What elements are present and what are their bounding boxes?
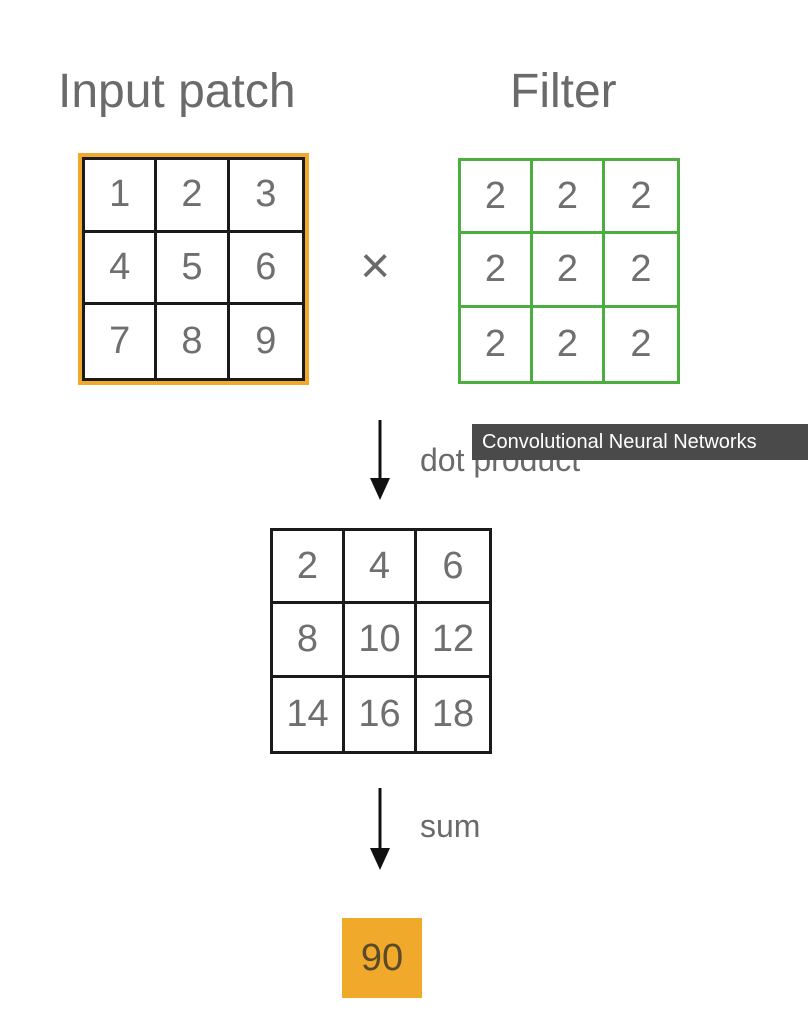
arrow-down-icon	[370, 420, 390, 500]
filter-cell: 2	[533, 161, 605, 235]
product-cell: 16	[345, 677, 417, 751]
input-cell: 7	[85, 305, 158, 378]
input-cell: 2	[157, 160, 230, 233]
product-cell: 14	[273, 677, 345, 751]
multiply-icon: ×	[360, 237, 391, 295]
tooltip: Convolutional Neural Networks	[472, 424, 808, 460]
input-cell: 6	[229, 233, 302, 306]
input-cell: 5	[157, 232, 230, 306]
filter-cell: 2	[630, 322, 652, 365]
product-grid: 2 4 6 8 10 12 14 16 18	[270, 528, 492, 754]
sum-caption: sum	[420, 808, 481, 844]
filter-cell: 2	[605, 161, 677, 235]
product-cell: 4	[345, 531, 417, 605]
product-cell: 6	[417, 531, 489, 605]
result-value: 90	[342, 918, 422, 998]
input-cell: 9	[255, 320, 277, 363]
input-patch-grid: 1 2 3 4 5 6 7 8 9	[82, 157, 305, 381]
input-cell: 8	[157, 305, 230, 378]
filter-cell: 2	[605, 234, 677, 308]
input-cell: 1	[85, 160, 158, 233]
product-cell: 8	[273, 604, 345, 678]
input-patch-title: Input patch	[58, 65, 296, 118]
input-cell: 4	[85, 232, 158, 306]
product-cell: 12	[417, 604, 489, 678]
filter-cell: 2	[533, 307, 605, 381]
filter-grid: 2 2 2 2 2 2 2 2 2	[458, 158, 680, 384]
filter-cell: 2	[533, 234, 605, 308]
product-cell: 10	[345, 604, 417, 678]
filter-cell: 2	[461, 307, 533, 381]
input-cell: 3	[229, 160, 302, 233]
product-cell: 18	[431, 692, 475, 735]
filter-title: Filter	[510, 65, 617, 118]
filter-cell: 2	[461, 161, 533, 235]
product-cell: 2	[273, 531, 345, 605]
filter-cell: 2	[461, 234, 533, 308]
arrow-down-icon	[370, 788, 390, 870]
